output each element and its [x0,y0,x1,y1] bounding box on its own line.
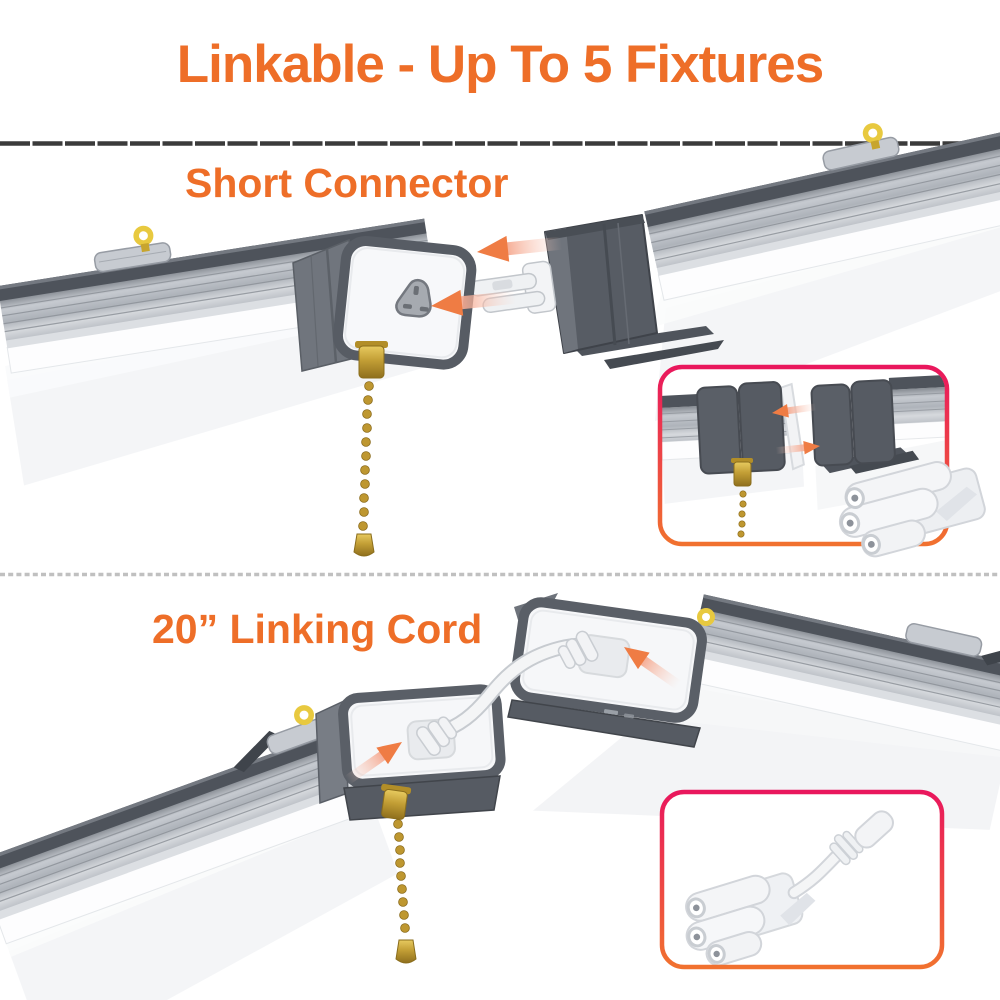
linking-cord [416,630,599,756]
inset-pull-chain [731,458,753,538]
fixture-lip [656,186,1000,276]
cord-ferrule [829,830,864,866]
light-glow-bright [595,670,1000,758]
housing-seam [617,222,630,345]
mounting-fin [572,326,714,356]
fixture-endcap-top [292,235,477,372]
chain-pull-tip [395,939,417,964]
eye-stem [140,243,150,253]
connector-pin-holes [686,897,726,964]
section-label-short-connector: Short Connector [185,160,509,206]
heatsink-ribs [0,239,432,333]
cord-end-plug [854,810,894,849]
certification-marks [603,709,619,715]
connector-pin-holes [840,487,881,555]
eye-hole [868,128,878,138]
strip-highlight [644,130,1000,215]
eye-hole [299,710,309,720]
fixture-endcap-bottom-right [507,593,715,748]
endcap-bottom-band [507,699,701,748]
section-label-linking-cord: 20” Linking Cord [152,606,483,652]
inset-short-connector [657,364,986,558]
inset-border [659,789,945,970]
heatsink-ribs [693,615,1000,712]
mounting-bracket [93,225,172,273]
eye-stem [870,140,881,150]
chain-beads [393,819,410,933]
chain-beads [358,381,374,531]
page-title: Linkable - Up To 5 Fixtures [176,35,824,94]
eye-hole [138,231,148,241]
fixture-body [647,145,1000,269]
cord-ferrule [416,716,458,756]
inset-fixture-left [662,381,805,504]
fixture-top-strip [0,218,427,302]
heatsink-ribs [649,152,1000,261]
inset-linking-cord [659,789,945,970]
connector-socket [395,278,432,318]
mounting-bracket [822,123,900,171]
certification-marks [623,713,635,719]
connector-plug [469,260,557,314]
fixture-body [691,608,1000,720]
chain-pull-tip [353,533,375,557]
fixture-top-strip [644,130,1000,228]
fixture-lip [690,647,1000,728]
fixture-top-strip [700,594,1000,681]
fixture-lip [0,777,367,921]
inset-border [657,364,950,547]
heatsink-ribs [0,747,361,905]
linking-cord-product [685,810,894,967]
male-connector-end [469,214,724,369]
endcap-seam [310,254,319,367]
pull-chain-bottom [381,783,417,964]
fixture-top-strip [0,726,350,876]
pull-chain [353,341,388,557]
mounting-bracket [905,623,1000,666]
housing-seam [602,223,617,346]
housing-chamfer [545,228,578,353]
fixture-body [0,740,364,913]
short-connector-3d [838,461,986,558]
cord-ferrule [557,630,599,669]
light-glow [9,802,398,1000]
mounting-fin [604,340,724,369]
cord [789,852,840,898]
eye-hole [702,613,710,621]
fixture-bottom-left [0,705,398,1000]
housing-top [545,215,645,240]
